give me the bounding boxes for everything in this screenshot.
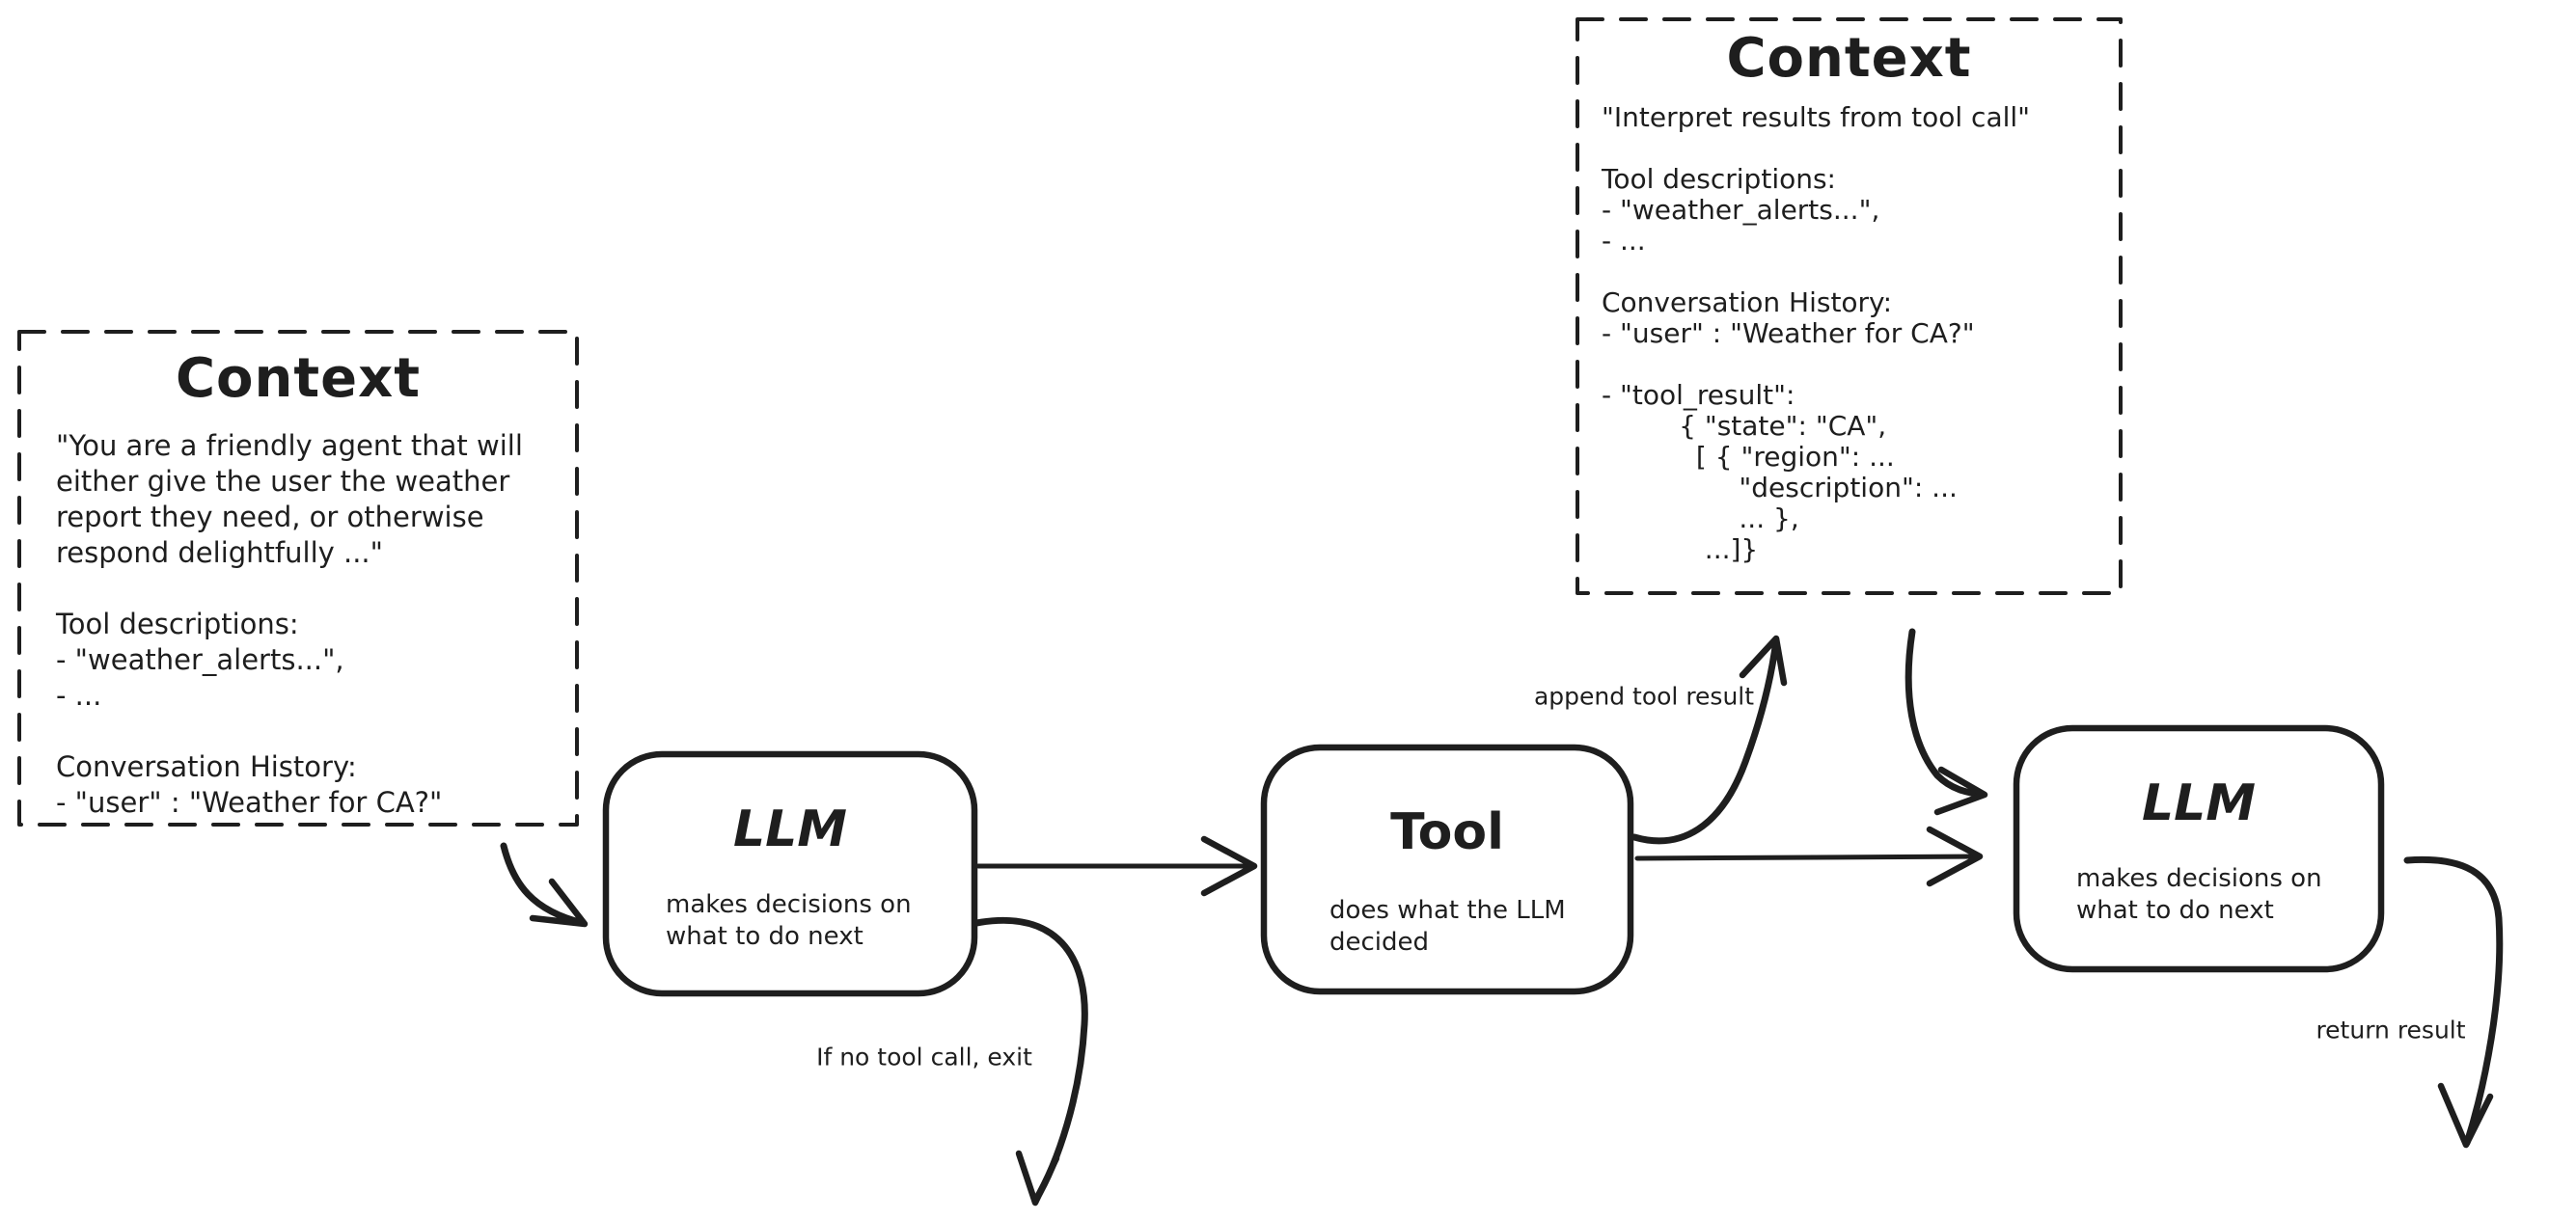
llm-2-node: LLM makes decisions on what to do next <box>2016 728 2381 969</box>
arrow-context-left-to-llm1 <box>500 842 589 928</box>
edge-label-append-tool-result: append tool result <box>1533 682 1755 711</box>
llm-1-subtitle: makes decisions on what to do next <box>666 890 912 951</box>
context-top-title: Context <box>1726 27 1972 90</box>
tool-node: Tool does what the LLM decided <box>1264 747 1631 991</box>
tool-box-outline <box>1260 744 1634 995</box>
llm-1-box-outline <box>602 750 978 997</box>
arrow-tool-to-context-top <box>1631 635 1788 845</box>
llm-1-node: LLM makes decisions on what to do next <box>606 754 974 993</box>
edge-label-return-result: return result <box>2316 1016 2466 1045</box>
llm-2-box-outline <box>2013 724 2385 973</box>
context-top-node: Context "Interpret results from tool cal… <box>1577 19 2121 593</box>
arrow-llm2-return <box>2403 855 2504 1149</box>
context-top-box-outline <box>1576 17 2123 595</box>
arrow-context-top-to-llm2 <box>1905 628 1988 816</box>
llm-2-title: LLM <box>2141 774 2256 832</box>
context-left-box-outline <box>17 330 579 827</box>
edge-label-if-no-tool-call-exit: If no tool call, exit <box>816 1043 1032 1072</box>
tool-subtitle: does what the LLM decided <box>1329 896 1566 957</box>
arrow-llm1-to-tool <box>975 835 1258 897</box>
arrow-tool-to-llm2 <box>1634 826 1984 887</box>
context-top-body: "Interpret results from tool call" Tool … <box>1602 101 2031 565</box>
tool-title: Tool <box>1390 803 1504 861</box>
context-left-body: "You are a friendly agent that will eith… <box>56 429 523 819</box>
context-left-node: Context "You are a friendly agent that w… <box>19 332 577 825</box>
arrow-llm1-exit <box>973 916 1088 1207</box>
llm-1-title: LLM <box>732 800 847 858</box>
context-left-title: Context <box>175 347 422 410</box>
llm-2-subtitle: makes decisions on what to do next <box>2076 864 2322 925</box>
